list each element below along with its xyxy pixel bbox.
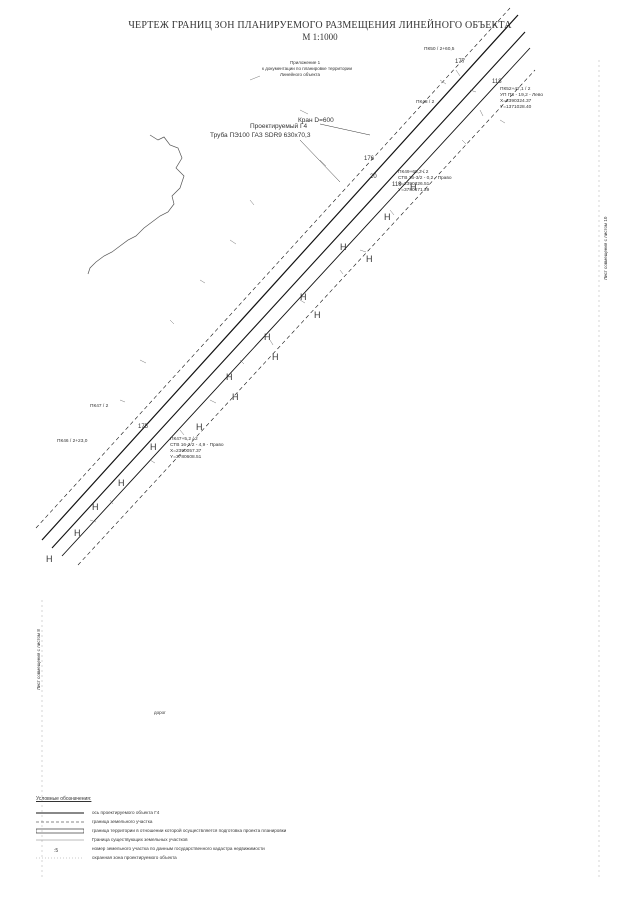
picket-y3: Y=3780608.51	[170, 454, 202, 460]
picket-x2: Х=2390326.51	[398, 181, 430, 187]
svg-text::5: :5	[54, 848, 58, 853]
side-label-left: Лист совмещения с листом 8	[36, 629, 41, 690]
svg-text:H: H	[300, 292, 307, 302]
river-boundary	[87, 134, 185, 275]
label-176: 176	[364, 156, 375, 162]
pipe-label-line-2: Труба ПЭ100 ГАЗ SDR9 630х70,3	[210, 131, 311, 139]
note-line-2: к документации по планировке территории	[262, 66, 352, 71]
picket-ctv2: СТВ 16-2/2 - 4,9 - Право	[170, 442, 224, 448]
note-line-3: Линейного объекта	[280, 71, 321, 77]
label-177: 177	[455, 59, 466, 65]
side-label-right: Лист совмещения с листом 10	[603, 216, 608, 280]
legend-item: граница территории в отношении которой о…	[36, 826, 286, 835]
picket-pk46: ПК46 / 2+23,0	[57, 438, 88, 444]
svg-text:H: H	[340, 242, 347, 252]
svg-text:H: H	[384, 212, 391, 222]
legend-text: номер земельного участка по данным госуд…	[92, 846, 265, 851]
picket-y1: Y=1371028.40	[500, 104, 532, 110]
legend: Условные обозначения: ось проектируемого…	[36, 796, 286, 862]
svg-text:H: H	[410, 182, 417, 192]
legend-text: Граница существующих земельных участков	[92, 837, 188, 842]
svg-text:H: H	[118, 478, 125, 488]
picket-pk50: ПК50 / 2+60,5	[424, 46, 455, 52]
crane-label: Кран D=600	[298, 117, 334, 124]
picket-pk48: ПК48 / 2	[416, 99, 435, 105]
picket-angle: УП ПЗ - 19,2 - Лево	[500, 92, 543, 98]
legend-item: :5 номер земельного участка по данным го…	[36, 844, 286, 853]
picket-pk47: ПК47 / 2	[90, 403, 109, 409]
label-20: 20	[370, 174, 377, 180]
legend-item: ось проектируемого объекта Г4	[36, 808, 286, 817]
legend-text: охранная зона проектируемого объекта	[92, 855, 177, 860]
svg-text:H: H	[314, 310, 321, 320]
picket-ctv1: СТВ 16-3/2 - 0,2 - Право	[398, 175, 452, 181]
svg-text:H: H	[92, 502, 99, 512]
pipe-label-group: Проектируемый Г4 Труба ПЭ100 ГАЗ SDR9 63…	[210, 117, 371, 183]
picket-x1: Х=2390324.37	[500, 98, 532, 104]
picket-x3: Х=2390057.37	[170, 448, 202, 454]
svg-text:H: H	[74, 528, 81, 538]
label-119: 119	[392, 182, 402, 188]
svg-text:H: H	[272, 352, 279, 362]
svg-text:H: H	[264, 332, 271, 342]
legend-item: Граница существующих земельных участков	[36, 835, 286, 844]
legend-header: Условные обозначения:	[36, 796, 92, 802]
svg-text:H: H	[226, 372, 233, 382]
picket-pk52: ПК52+47,1 / 2	[500, 86, 531, 92]
picket-pk47b: ПК47+5,2 / 2	[170, 436, 198, 442]
label-175: 175	[138, 424, 149, 430]
legend-item: охранная зона проектируемого объекта	[36, 853, 286, 862]
bottom-mark: дорог	[154, 710, 166, 715]
label-118: 118	[492, 79, 502, 85]
terrain-marks	[89, 69, 506, 523]
legend-item: граница земельного участка	[36, 817, 286, 826]
pipeline-corridor	[35, 7, 536, 566]
svg-text:H: H	[366, 254, 373, 264]
legend-text: граница земельного участка	[92, 819, 153, 824]
legend-text: граница территории в отношении которой о…	[92, 828, 287, 833]
vegetation-symbols: HH HH HH HH HH HH HH HH	[46, 182, 417, 564]
legend-text: ось проектируемого объекта Г4	[92, 810, 160, 815]
pipe-label-line-1: Проектируемый Г4	[250, 122, 307, 130]
svg-text:H: H	[150, 442, 157, 452]
svg-text:H: H	[232, 392, 239, 402]
svg-text:H: H	[46, 554, 53, 564]
drawing-title: ЧЕРТЕЖ ГРАНИЦ ЗОН ПЛАНИРУЕМОГО РАЗМЕЩЕНИ…	[128, 20, 512, 31]
svg-text:H: H	[196, 422, 203, 432]
picket-pk49a: ПК49+68,2 / 2	[398, 169, 429, 175]
note-line-1: Приложение 1	[290, 60, 321, 65]
picket-y2: Y=3780671.29	[398, 187, 430, 193]
drawing-scale: М 1:1000	[302, 32, 338, 42]
